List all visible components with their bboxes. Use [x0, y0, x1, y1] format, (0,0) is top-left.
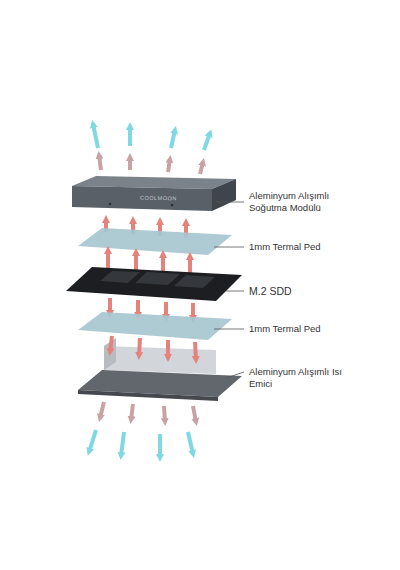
- thermal-pad: [78, 228, 232, 255]
- ssd-pcb: [66, 267, 242, 301]
- heatsink: [78, 338, 242, 401]
- airflow-arrow: [89, 430, 96, 452]
- ssd-chip: [100, 271, 140, 283]
- heat-arrow: [134, 252, 138, 270]
- thermal-pad: [78, 312, 232, 340]
- ssd-board: [66, 267, 242, 301]
- leader-line: [226, 372, 244, 378]
- leader-lines: [214, 202, 244, 378]
- heat-arrows: [110, 336, 196, 360]
- module-end: [212, 179, 236, 211]
- cooling-module: [72, 176, 236, 211]
- heat-arrow: [110, 336, 112, 352]
- leader-line: [226, 291, 244, 292]
- ssd-chip: [135, 272, 180, 285]
- screw-hole: [109, 203, 112, 206]
- heat-arrow: [191, 303, 195, 319]
- heat-arrow: [193, 406, 196, 422]
- airflow-arrow: [93, 124, 98, 148]
- airflow-arrow: [204, 133, 210, 150]
- leader-line: [216, 202, 244, 203]
- part-name: M.2 SDD: [249, 285, 292, 297]
- heat-arrows: [100, 402, 196, 422]
- heat-arrow: [99, 155, 101, 170]
- leader-line: [214, 247, 244, 248]
- airflow-arrow: [121, 432, 124, 456]
- heat-arrows: [99, 155, 203, 174]
- part-name: Aleminyum Alışımlı Isı Emici: [249, 366, 345, 390]
- part-name: Aleminyum Alışımlı Soğutma Modülü: [249, 190, 345, 214]
- heat-arrow: [195, 342, 196, 360]
- heat-arrow: [136, 300, 140, 316]
- heatsink-wall: [104, 346, 216, 374]
- airflow-arrow: [128, 126, 132, 146]
- ssd-chip: [174, 275, 215, 288]
- part-name: 1mm Termal Ped: [249, 323, 321, 335]
- airflow-arrow: [188, 432, 193, 454]
- airflow-arrows: [89, 430, 193, 458]
- heat-arrow: [131, 404, 133, 420]
- heat-arrow: [139, 338, 140, 356]
- heat-arrow: [106, 250, 110, 268]
- airflow-arrow: [171, 130, 175, 148]
- airflow-arrows: [93, 124, 210, 150]
- screw-hole: [171, 204, 174, 207]
- heat-arrow: [164, 406, 165, 422]
- heatsink-edge: [78, 390, 218, 401]
- brand-mark: COOLMOON: [140, 195, 177, 203]
- heat-arrow: [168, 159, 170, 172]
- heat-arrow: [200, 162, 203, 174]
- airflow-arrow: [158, 434, 162, 458]
- heat-arrow: [161, 254, 165, 272]
- heat-arrow: [128, 157, 132, 170]
- module-front: [72, 186, 212, 211]
- heat-arrow: [188, 256, 192, 274]
- heat-arrow: [100, 402, 104, 418]
- leader-line: [214, 329, 244, 330]
- part-name: 1mm Termal Ped: [249, 241, 321, 253]
- heat-arrow: [166, 340, 170, 358]
- heat-arrow: [108, 298, 112, 314]
